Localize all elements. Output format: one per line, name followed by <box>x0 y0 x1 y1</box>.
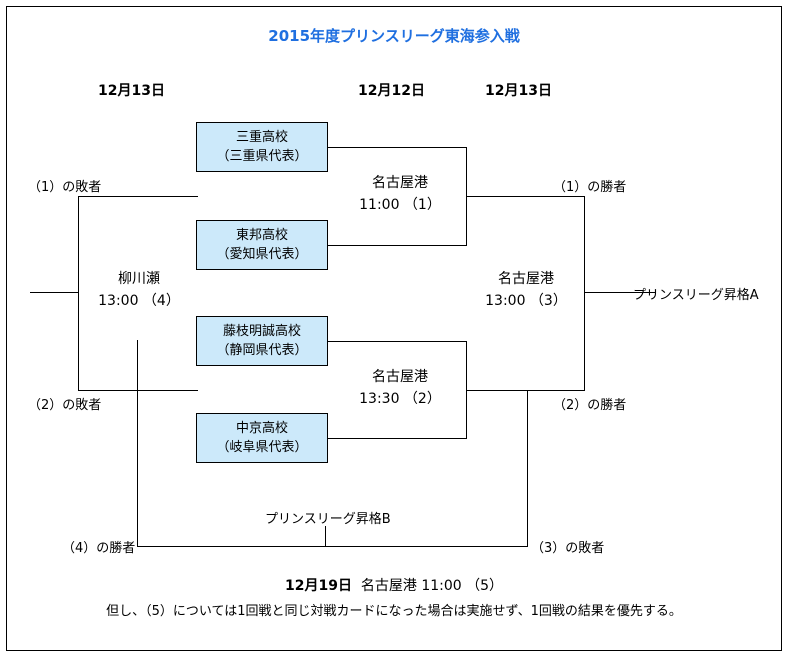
note-winner-2: （2）の勝者 <box>553 398 627 413</box>
line-final-to-promotion-a <box>584 292 656 293</box>
line-winner4-vertical <box>137 340 138 546</box>
line-final-vertical <box>584 196 585 391</box>
match-label-4: 柳川瀬 13:00 （4） <box>80 268 198 312</box>
footer-venue: 名古屋港 <box>360 578 417 594</box>
line-match4-output <box>30 292 78 293</box>
note-loser-3: （3）の敗者 <box>531 541 605 556</box>
line-loser3-vertical <box>527 390 528 546</box>
line-match2-to-final <box>466 390 584 391</box>
team-rep: （静岡県代表） <box>216 343 308 358</box>
line-team3-to-match2 <box>328 341 466 342</box>
line-promotion-b-stub <box>325 526 326 546</box>
match-time: 13:00 （4） <box>98 293 180 309</box>
match-venue: 柳川瀬 <box>118 271 160 287</box>
line-loser1-to-match4 <box>78 196 198 197</box>
match-time: 13:30 （2） <box>359 391 441 407</box>
team-name: 東邦高校 <box>235 228 288 243</box>
note-winner-4: （4）の勝者 <box>62 541 136 556</box>
line-match4-vertical <box>78 196 79 391</box>
match-venue: 名古屋港 <box>372 175 428 191</box>
note-loser-1: （1）の敗者 <box>28 180 102 195</box>
label-promotion-a: プリンスリーグ昇格A <box>633 288 759 303</box>
team-name: 藤枝明誠高校 <box>222 324 301 339</box>
match-label-1: 名古屋港 11:00 （1） <box>336 172 464 216</box>
line-team1-to-match1 <box>328 147 466 148</box>
match-label-3: 名古屋港 13:00 （3） <box>468 268 584 312</box>
team-rep: （愛知県代表） <box>216 247 308 262</box>
diagram-frame <box>6 6 782 651</box>
team-name: 三重高校 <box>235 130 288 145</box>
match-label-2: 名古屋港 13:30 （2） <box>336 366 464 410</box>
note-winner-1: （1）の勝者 <box>553 180 627 195</box>
line-match1-to-final <box>466 196 584 197</box>
team-box-1[interactable]: 三重高校 （三重県代表） <box>196 122 328 172</box>
label-promotion-b: プリンスリーグ昇格B <box>265 512 391 527</box>
line-team2-to-match1 <box>328 245 466 246</box>
page-title: 2015年度プリンスリーグ東海参入戦 <box>268 27 520 45</box>
match-venue: 名古屋港 <box>498 271 554 287</box>
footer-condition: 但し、（5）については1回戦と同じ対戦カードになった場合は実施せず、1回戦の結果… <box>106 604 682 619</box>
footer-date: 12月19日 <box>284 578 352 594</box>
match-time: 11:00 （1） <box>359 197 441 213</box>
date-header-left: 12月13日 <box>98 83 165 99</box>
team-box-2[interactable]: 東邦高校 （愛知県代表） <box>196 220 328 270</box>
match-venue: 名古屋港 <box>372 369 428 385</box>
footer-time: 11:00 （5） <box>421 578 504 594</box>
date-header-middle: 12月12日 <box>358 83 425 99</box>
team-rep: （三重県代表） <box>216 149 308 164</box>
team-box-4[interactable]: 中京高校 （岐阜県代表） <box>196 413 328 463</box>
team-box-3[interactable]: 藤枝明誠高校 （静岡県代表） <box>196 316 328 366</box>
footer-final-match: 12月19日 名古屋港 11:00 （5） <box>0 575 788 595</box>
line-promotion-b-horizontal <box>137 546 528 547</box>
date-header-right: 12月13日 <box>485 83 552 99</box>
team-name: 中京高校 <box>235 421 288 436</box>
line-team4-to-match2 <box>328 438 466 439</box>
note-loser-2: （2）の敗者 <box>28 398 102 413</box>
team-rep: （岐阜県代表） <box>216 440 308 455</box>
match-time: 13:00 （3） <box>485 293 567 309</box>
line-loser2-to-match4 <box>78 390 198 391</box>
